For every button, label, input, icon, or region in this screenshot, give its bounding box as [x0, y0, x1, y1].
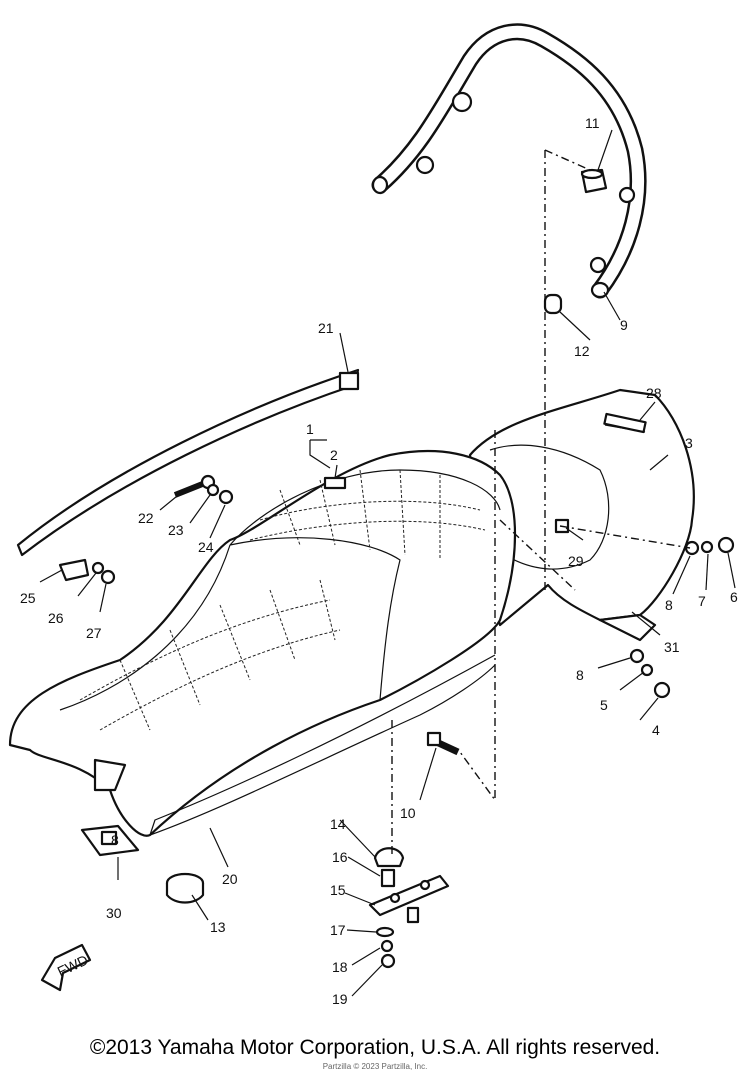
callout-numbers: 1 2 3 4 5 6 7 8 8 8 9 10 11 12 13 14 15 …: [20, 115, 738, 1007]
callout-11: 11: [585, 115, 600, 131]
bracket-lock-washer[interactable]: [380, 939, 394, 953]
callout-15: 15: [330, 882, 346, 898]
callout-13: 13: [210, 919, 226, 935]
callout-14: 14: [330, 816, 346, 832]
strap-clamp-nut[interactable]: [100, 569, 116, 585]
callout-8c: 8: [111, 832, 119, 848]
seat-hinge[interactable]: [80, 824, 140, 857]
callout-28: 28: [646, 385, 662, 401]
bracket-cap[interactable]: [373, 847, 405, 868]
callout-9: 9: [620, 317, 628, 333]
callout-17: 17: [330, 922, 346, 938]
callout-8a: 8: [665, 597, 673, 613]
seat-assembly[interactable]: [8, 449, 517, 837]
callout-20: 20: [222, 871, 238, 887]
strap-washer[interactable]: [206, 483, 220, 497]
grab-bar-collar[interactable]: [580, 168, 608, 194]
callout-8b: 8: [576, 667, 584, 683]
alignment-lines: [391, 149, 691, 855]
callout-4: 4: [652, 722, 660, 738]
watermark: Partzilla © 2023 Partzilla, Inc.: [322, 1062, 428, 1071]
callout-10: 10: [400, 805, 416, 821]
seat-damper[interactable]: [165, 872, 205, 904]
callout-25: 25: [20, 590, 36, 606]
strap-nut[interactable]: [218, 489, 234, 505]
strap-clamp-washer[interactable]: [91, 561, 105, 575]
seat-lock[interactable]: [323, 476, 347, 490]
callout-31: 31: [664, 639, 680, 655]
seat-parts-diagram: FWD 1 2: [8, 23, 738, 1007]
cowl-fastener-upper[interactable]: [684, 536, 735, 556]
bracket-washer[interactable]: [375, 926, 395, 938]
callout-19: 19: [332, 991, 348, 1007]
fwd-arrow: FWD: [40, 943, 92, 992]
callout-26: 26: [48, 610, 64, 626]
callout-2: 2: [330, 447, 338, 463]
seat-strap[interactable]: [16, 368, 360, 557]
grab-bar[interactable]: [371, 23, 647, 299]
seat-hook: [93, 758, 127, 792]
callout-21: 21: [318, 320, 334, 336]
callout-1: 1: [306, 421, 314, 437]
seat-bolt[interactable]: [426, 731, 460, 756]
callout-23: 23: [168, 522, 184, 538]
callout-16: 16: [332, 849, 348, 865]
callout-5: 5: [600, 697, 608, 713]
bracket-collar[interactable]: [380, 868, 396, 888]
callout-6: 6: [730, 589, 738, 605]
callout-18: 18: [332, 959, 348, 975]
grab-bar-damper[interactable]: [543, 293, 563, 315]
callout-3: 3: [685, 435, 693, 451]
callout-27: 27: [86, 625, 102, 641]
leader-lines: [39, 129, 736, 997]
strap-clamp[interactable]: [58, 558, 90, 582]
callout-7: 7: [698, 593, 706, 609]
callout-22: 22: [138, 510, 154, 526]
copyright-notice: ©2013 Yamaha Motor Corporation, U.S.A. A…: [89, 1036, 661, 1059]
callout-30: 30: [106, 905, 122, 921]
cowl-fastener-lower[interactable]: [629, 648, 671, 699]
callout-12: 12: [574, 343, 590, 359]
bracket-nut[interactable]: [380, 953, 396, 969]
seat-lock-bracket[interactable]: [368, 874, 450, 924]
callout-24: 24: [198, 539, 214, 555]
callout-29: 29: [568, 553, 584, 569]
